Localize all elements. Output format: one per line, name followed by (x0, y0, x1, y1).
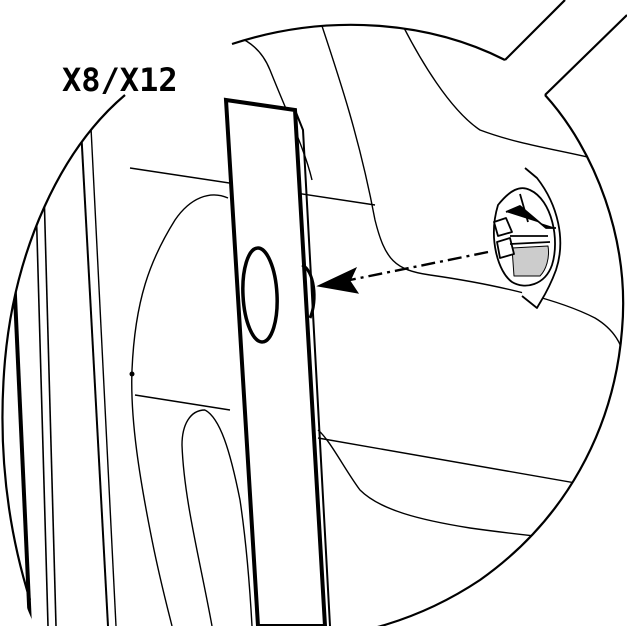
quantity-label: X8/X12 (62, 61, 178, 99)
side-panel-board (223, 97, 331, 626)
insertion-arrow (316, 250, 489, 294)
push-clip-fastener (493, 167, 562, 309)
